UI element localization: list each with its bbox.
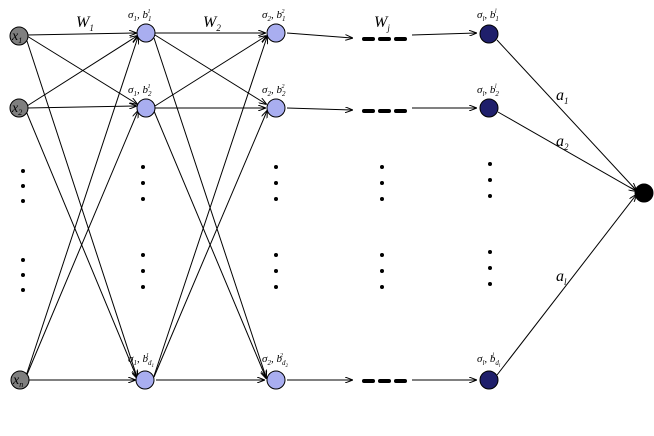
layer2-node-2 (266, 98, 286, 118)
layer2-label-1: σ2, b12 (262, 9, 285, 23)
edge (25, 111, 138, 378)
input-node-1 (9, 26, 29, 46)
edges-layerl-to-output (496, 39, 636, 376)
input-label-2: x2 (11, 101, 22, 117)
hidden-layer-1 (135, 23, 156, 390)
layer1-label-2: σ1, b21 (128, 84, 152, 98)
input-layer: x1 x2 xn (9, 26, 30, 390)
edge (496, 195, 636, 376)
layer1-label-1: σ1, b11 (128, 9, 151, 23)
hidden-layer-2 (266, 23, 286, 390)
input-label-n: xn (12, 373, 23, 389)
input-node-n (10, 370, 30, 390)
layerl-node-2 (479, 98, 499, 118)
edge (25, 37, 138, 377)
edge (286, 32, 352, 38)
edges-input-to-layer1 (25, 33, 138, 380)
weight-label-w1: W1 (76, 14, 94, 33)
edge (154, 36, 266, 107)
layer1-label-d: σ1, bd11 (128, 353, 154, 369)
output-weight-label-a1: a1 (556, 87, 569, 106)
output-weight-label-al: al (556, 268, 567, 287)
layer2-node-d (266, 370, 286, 390)
layerl-label-1: σl, b1l (477, 9, 499, 23)
edge (154, 34, 266, 104)
layer2-node-1 (266, 23, 286, 43)
layer1-node-1 (136, 23, 156, 43)
input-node-2 (9, 98, 29, 118)
input-label-1: x1 (11, 29, 22, 45)
edge (496, 39, 636, 190)
output-weight-label-a2: a2 (556, 133, 569, 152)
layerl-label-d: σl, bdll (477, 353, 501, 369)
output-node (634, 183, 654, 203)
ellipsis-dashes (362, 37, 407, 383)
hidden-layer-l (479, 24, 499, 390)
edge (26, 36, 137, 107)
edge (153, 111, 267, 378)
edge (153, 37, 267, 377)
edge (411, 33, 476, 35)
edges-layer1-to-layer2 (153, 33, 267, 380)
layer1-node-d (135, 370, 155, 390)
edges-dashes-to-layerl (411, 33, 476, 380)
edge (26, 33, 136, 35)
layerl-node-d (479, 370, 499, 390)
weight-label-wj: Wj (374, 14, 390, 33)
weight-label-w2: W2 (203, 14, 221, 33)
edges-layer2-to-dashes (286, 32, 352, 380)
layer1-node-2 (136, 98, 156, 118)
layer2-label-d: σ2, bd22 (262, 353, 288, 369)
edge (26, 35, 137, 104)
layer2-label-2: σ2, b22 (262, 84, 286, 98)
edge (286, 108, 352, 110)
edge (497, 111, 636, 191)
vertical-ellipsis-dots (21, 162, 492, 292)
layerl-label-2: σl, b2l (477, 84, 499, 98)
edge (26, 106, 136, 108)
layerl-node-1 (479, 24, 499, 44)
